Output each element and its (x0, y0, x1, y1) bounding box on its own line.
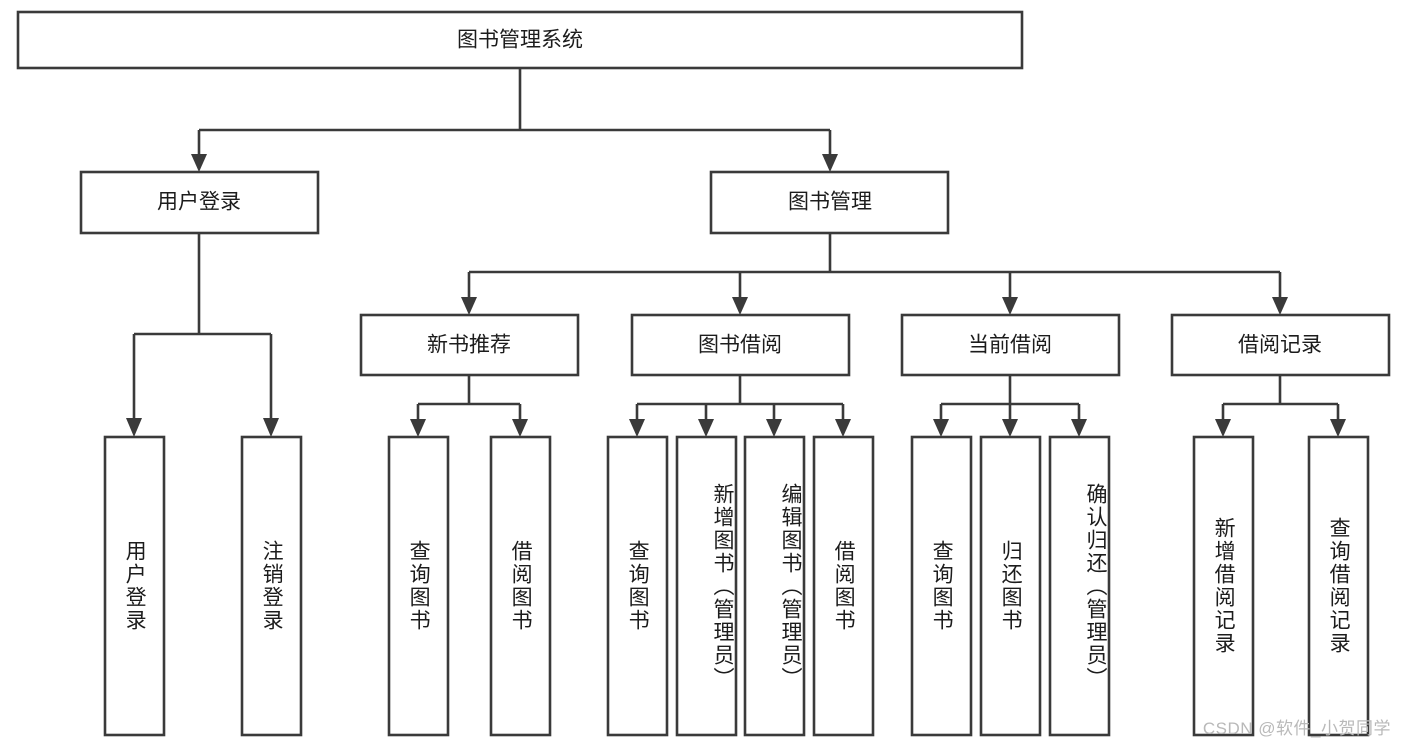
arrowhead-leaf-return-book (1002, 419, 1018, 437)
node-book-borrow[interactable] (630, 313, 851, 377)
node-leaf-add-book[interactable] (675, 435, 738, 737)
node-new-book-rec-label: 新书推荐 (427, 334, 511, 357)
node-borrow-record[interactable] (1170, 313, 1391, 377)
node-leaf-query-book-2[interactable] (606, 435, 669, 737)
arrowhead-leaf-confirm-return (1071, 419, 1087, 437)
arrowhead-user-login (191, 154, 207, 172)
node-root-label: 图书管理系统 (457, 29, 583, 52)
arrowhead-leaf-add-record (1215, 419, 1231, 437)
arrowhead-book-borrow (732, 297, 748, 315)
arrowhead-leaf-borrow-book-2 (835, 419, 851, 437)
node-leaf-edit-book[interactable] (743, 435, 806, 737)
node-leaf-query-book-3[interactable] (910, 435, 973, 737)
node-leaf-query-record[interactable] (1307, 435, 1370, 737)
node-user-login[interactable] (79, 170, 320, 235)
node-leaf-add-record[interactable] (1192, 435, 1255, 737)
node-current-borrow-label: 当前借阅 (968, 334, 1052, 357)
node-new-book-rec[interactable] (359, 313, 580, 377)
arrowhead-leaf-query-book-3 (933, 419, 949, 437)
node-leaf-borrow-book-1[interactable] (489, 435, 552, 737)
node-borrow-record-label: 借阅记录 (1238, 334, 1322, 357)
node-user-login-label: 用户登录 (157, 191, 241, 214)
node-layer: 图书管理系统 用户登录 图书管理 新书推荐 图书借阅 当前借阅 借阅记录 (16, 10, 1391, 737)
arrowhead-leaf-edit-book (766, 419, 782, 437)
arrowhead-leaf-user-login (126, 418, 142, 437)
node-leaf-user-logout[interactable] (240, 435, 303, 737)
node-root[interactable] (16, 10, 1024, 70)
node-leaf-return-book[interactable] (979, 435, 1042, 737)
node-book-manage-label: 图书管理 (788, 191, 872, 214)
arrowhead-borrow-record (1272, 297, 1288, 315)
node-book-manage[interactable] (709, 170, 950, 235)
arrowhead-leaf-query-book-1 (410, 419, 426, 437)
node-leaf-confirm-return[interactable] (1048, 435, 1111, 737)
arrowhead-book-manage (822, 154, 838, 172)
arrowhead-current-borrow (1002, 297, 1018, 315)
arrowhead-leaf-query-book-2 (629, 419, 645, 437)
connector-layer (126, 68, 1346, 437)
arrowhead-leaf-borrow-book-1 (512, 419, 528, 437)
node-book-borrow-label: 图书借阅 (698, 334, 782, 357)
node-leaf-user-login[interactable] (103, 435, 166, 737)
node-current-borrow[interactable] (900, 313, 1121, 377)
arrowhead-leaf-add-book (698, 419, 714, 437)
node-leaf-borrow-book-2[interactable] (812, 435, 875, 737)
arrowhead-leaf-query-record (1330, 419, 1346, 437)
csdn-watermark: CSDN @软件_小贺同学 (1202, 719, 1391, 738)
arrowhead-leaf-user-logout (263, 418, 279, 437)
arrowhead-new-book-rec (461, 297, 477, 315)
node-leaf-query-book-1[interactable] (387, 435, 450, 737)
